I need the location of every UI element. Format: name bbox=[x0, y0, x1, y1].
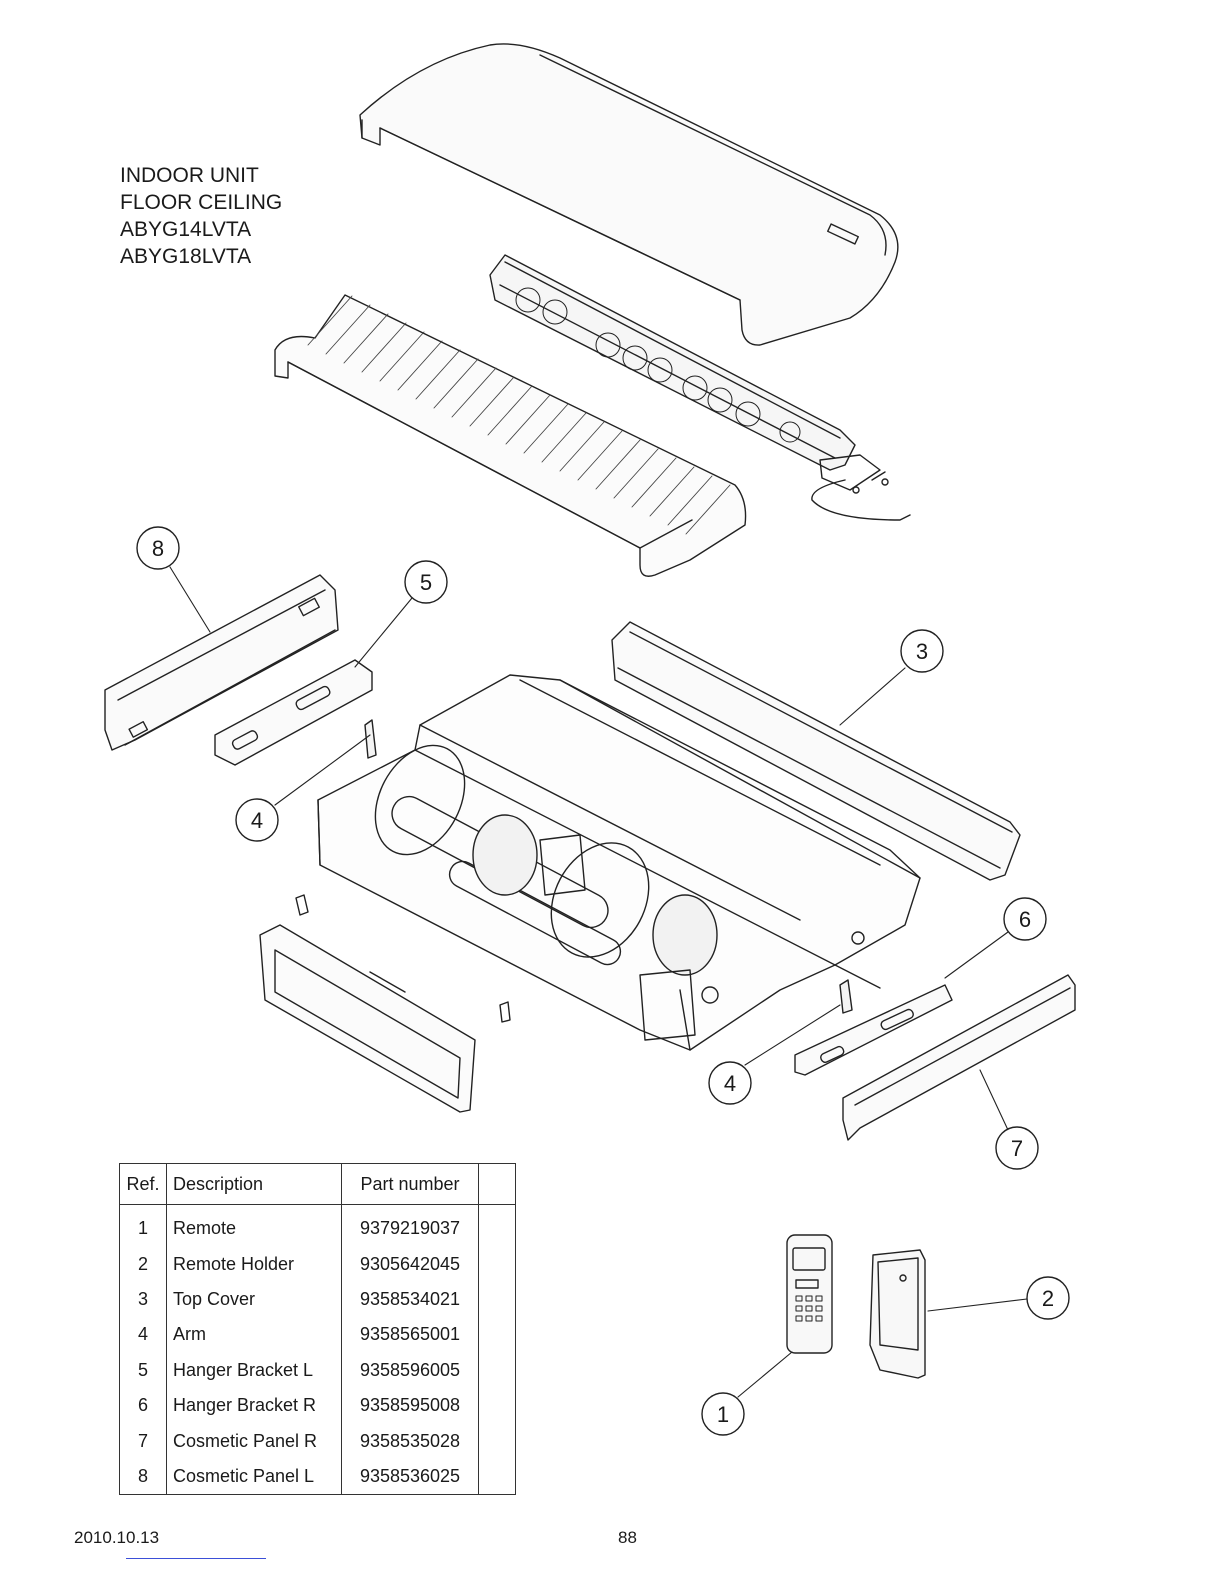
title-model-2: ABYG18LVTA bbox=[120, 245, 252, 268]
cell-description: Remote bbox=[166, 1204, 342, 1247]
callout-3: 3 bbox=[900, 629, 944, 673]
cell-blank bbox=[478, 1458, 516, 1496]
cell-ref: 1 bbox=[119, 1204, 167, 1247]
table-row: 7 Cosmetic Panel R 9358535028 bbox=[119, 1423, 516, 1459]
svg-text:6: 6 bbox=[1019, 907, 1031, 932]
cell-part-number: 9358536025 bbox=[341, 1458, 479, 1496]
svg-text:2: 2 bbox=[1042, 1286, 1054, 1311]
cell-part-number: 9379219037 bbox=[341, 1204, 479, 1247]
svg-text:1: 1 bbox=[717, 1402, 729, 1427]
callout-7: 7 bbox=[995, 1126, 1039, 1170]
cell-blank bbox=[478, 1281, 516, 1318]
cell-ref: 5 bbox=[119, 1352, 167, 1388]
callout-5: 5 bbox=[404, 560, 448, 604]
louver-assembly-drawing bbox=[489, 254, 911, 521]
table-row: 3 Top Cover 9358534021 bbox=[119, 1281, 516, 1318]
callout-4b: 4 bbox=[708, 1061, 752, 1105]
cell-ref: 7 bbox=[119, 1423, 167, 1459]
footer-date: 2010.10.13 bbox=[74, 1528, 160, 1547]
cell-part-number: 9358535028 bbox=[341, 1423, 479, 1459]
table-row: 1 Remote 9379219037 bbox=[119, 1204, 516, 1247]
title-type: FLOOR CEILING bbox=[120, 191, 283, 214]
cell-ref: 6 bbox=[119, 1387, 167, 1424]
parts-table: Ref. Description Part number 1 Remote 93… bbox=[119, 1163, 516, 1496]
cell-ref: 2 bbox=[119, 1246, 167, 1282]
cell-ref: 4 bbox=[119, 1317, 167, 1353]
cell-ref: 8 bbox=[119, 1458, 167, 1496]
table-row: 4 Arm 9358565001 bbox=[119, 1317, 516, 1353]
callout-4a: 4 bbox=[235, 798, 279, 842]
svg-text:8: 8 bbox=[152, 536, 164, 561]
callout-group: 8 5 3 4 6 4 7 2 1 bbox=[136, 526, 1070, 1436]
callout-8: 8 bbox=[136, 526, 180, 570]
callout-1: 1 bbox=[701, 1392, 745, 1436]
header-blank bbox=[478, 1163, 516, 1205]
cell-part-number: 9358595008 bbox=[341, 1387, 479, 1424]
svg-text:7: 7 bbox=[1011, 1136, 1023, 1161]
parts-table-header: Ref. Description Part number bbox=[119, 1163, 516, 1205]
top-cover-panel-drawing bbox=[611, 621, 1021, 881]
cell-blank bbox=[478, 1352, 516, 1388]
top-cover-drawing bbox=[359, 43, 899, 346]
hanger-bracket-r-drawing bbox=[794, 984, 953, 1076]
remote-drawing bbox=[786, 1234, 833, 1354]
header-ref: Ref. bbox=[119, 1163, 167, 1205]
main-chassis-drawing bbox=[317, 674, 921, 1051]
title-unit: INDOOR UNIT bbox=[120, 164, 259, 187]
table-row: 2 Remote Holder 9305642045 bbox=[119, 1246, 516, 1282]
hanger-bracket-l-drawing bbox=[214, 659, 373, 766]
cosmetic-panel-l-drawing bbox=[104, 574, 339, 751]
title-block: INDOOR UNIT FLOOR CEILING ABYG14LVTA ABY… bbox=[120, 162, 282, 270]
header-part-number: Part number bbox=[341, 1163, 479, 1205]
intake-grille-drawing bbox=[274, 294, 747, 577]
cell-description: Hanger Bracket R bbox=[166, 1387, 342, 1424]
cell-description: Hanger Bracket L bbox=[166, 1352, 342, 1388]
callout-6: 6 bbox=[1003, 897, 1047, 941]
cell-ref: 3 bbox=[119, 1281, 167, 1318]
cell-description: Top Cover bbox=[166, 1281, 342, 1318]
cell-blank bbox=[478, 1246, 516, 1282]
leader-lines bbox=[169, 566, 1028, 1398]
filter-frame-drawing bbox=[259, 924, 476, 1113]
svg-text:3: 3 bbox=[916, 639, 928, 664]
cell-description: Cosmetic Panel L bbox=[166, 1458, 342, 1496]
cell-part-number: 9358565001 bbox=[341, 1317, 479, 1353]
cosmetic-panel-r-drawing bbox=[842, 974, 1076, 1141]
arm-drawing bbox=[295, 719, 853, 1023]
cell-blank bbox=[478, 1423, 516, 1459]
cell-blank bbox=[478, 1317, 516, 1353]
title-model-1: ABYG14LVTA bbox=[120, 218, 252, 241]
callout-2: 2 bbox=[1026, 1276, 1070, 1320]
cell-blank bbox=[478, 1387, 516, 1424]
svg-text:4: 4 bbox=[724, 1071, 736, 1096]
table-row: 6 Hanger Bracket R 9358595008 bbox=[119, 1387, 516, 1424]
table-row: 8 Cosmetic Panel L 9358536025 bbox=[119, 1458, 516, 1496]
svg-text:4: 4 bbox=[251, 808, 263, 833]
header-description: Description bbox=[166, 1163, 342, 1205]
cell-description: Arm bbox=[166, 1317, 342, 1353]
cell-part-number: 9358596005 bbox=[341, 1352, 479, 1388]
remote-holder-drawing bbox=[869, 1249, 926, 1379]
footer-underline bbox=[126, 1558, 266, 1559]
cell-description: Cosmetic Panel R bbox=[166, 1423, 342, 1459]
page-number: 88 bbox=[618, 1528, 637, 1547]
cell-blank bbox=[478, 1204, 516, 1247]
cell-part-number: 9358534021 bbox=[341, 1281, 479, 1318]
cell-description: Remote Holder bbox=[166, 1246, 342, 1282]
svg-text:5: 5 bbox=[420, 570, 432, 595]
cell-part-number: 9305642045 bbox=[341, 1246, 479, 1282]
table-row: 5 Hanger Bracket L 9358596005 bbox=[119, 1352, 516, 1388]
